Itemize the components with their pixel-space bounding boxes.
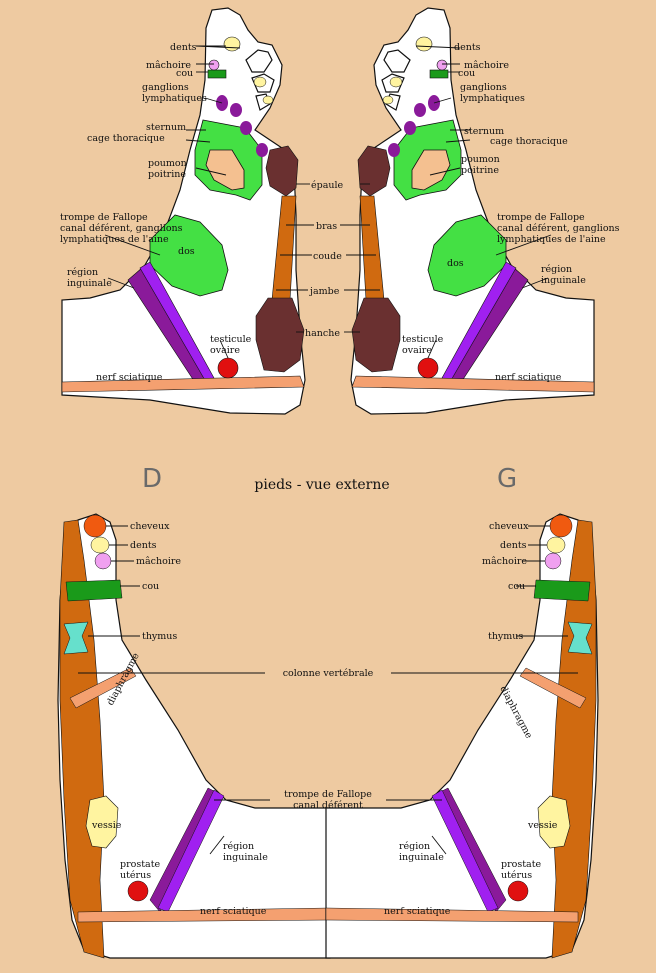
label-machoire-b: mâchoire: [136, 556, 181, 567]
label-hanche: hanche: [305, 328, 340, 339]
label-epaule: épaule: [311, 180, 344, 191]
label-cou-r: cou: [458, 68, 475, 79]
label-coude: coude: [313, 251, 342, 262]
label-bras: bras: [316, 221, 337, 232]
bottom-leader-lines: [78, 525, 578, 855]
label-jambe: jambe: [309, 286, 340, 297]
label-cou-b: cou: [142, 581, 159, 592]
label-machoire: mâchoire: [146, 60, 191, 71]
label-nerf: nerf sciatique: [96, 372, 163, 383]
label-nerf-br: nerf sciatique: [384, 906, 451, 917]
bottom-right-foot: [325, 513, 599, 959]
label-cage-r: cage thoracique: [490, 136, 568, 147]
label-vessie: vessie: [91, 820, 122, 831]
label-colonne: colonne vertébrale: [283, 668, 374, 679]
label-nerf-r: nerf sciatique: [495, 372, 562, 383]
top-right-leader-lines: [415, 45, 552, 359]
label-dents-br: dents: [500, 540, 527, 551]
label-right-foot-g: G: [497, 464, 517, 494]
label-dents: dents: [170, 42, 197, 53]
label-cheveux-r: cheveux: [489, 521, 529, 532]
label-nerf-b: nerf sciatique: [200, 906, 267, 917]
label-cage: cage thoracique: [87, 133, 165, 144]
label-dos-r: dos: [447, 258, 464, 269]
label-thymus: thymus: [142, 631, 177, 642]
label-cheveux: cheveux: [130, 521, 170, 532]
label-dents-b: dents: [130, 540, 157, 551]
label-cou: cou: [176, 68, 193, 79]
label-sternum-r: sternum: [464, 126, 504, 137]
page-title: pieds - vue externe: [254, 477, 389, 493]
label-left-foot-d: D: [142, 464, 162, 494]
label-sternum: sternum: [146, 122, 186, 133]
top-leader-lines: [104, 45, 380, 359]
bottom-left-foot: [57, 513, 331, 959]
label-thymus-r: thymus: [488, 631, 523, 642]
label-dents-r: dents: [454, 42, 481, 53]
top-center-labels: épaule bras coude jambe hanche: [305, 180, 344, 339]
label-machoire-br: mâchoire: [482, 556, 527, 567]
label-machoire-r: mâchoire: [464, 60, 509, 71]
label-dos: dos: [178, 246, 195, 257]
label-cou-br: cou: [508, 581, 525, 592]
label-vessie-r: vessie: [527, 820, 558, 831]
